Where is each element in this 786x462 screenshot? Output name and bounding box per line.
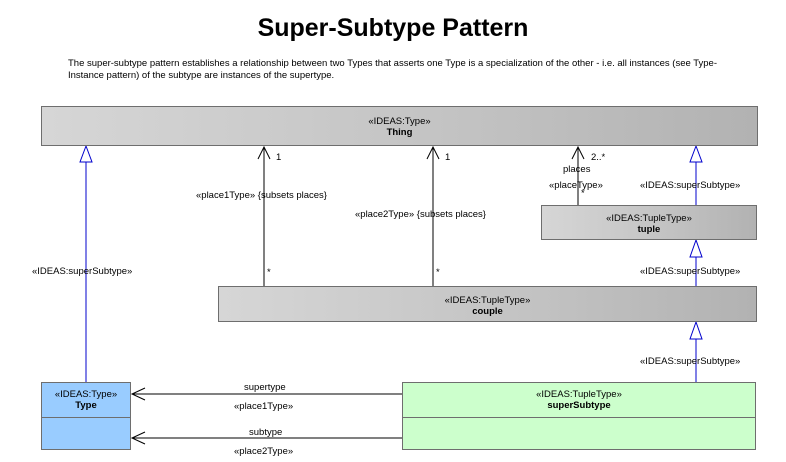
supersubtype-class-header: «IDEAS:TupleType» superSubtype [403, 383, 755, 418]
supersubtype-class[interactable]: «IDEAS:TupleType» superSubtype [402, 382, 756, 450]
place1-source-multiplicity: * [267, 267, 271, 278]
tuple-name: tuple [637, 224, 661, 235]
places-stereotype-label: «placeType» [549, 180, 603, 191]
place2-source-multiplicity: * [436, 267, 440, 278]
subtype-role-label: subtype [249, 427, 283, 438]
place2-role-label: «place2Type» {subsets places} [355, 209, 486, 220]
type-class-header: «IDEAS:Type» Type [42, 383, 130, 418]
places-role-label: places [563, 164, 591, 175]
supertype-role-label: supertype [244, 382, 286, 393]
tuple-to-thing-label: «IDEAS:superSubtype» [640, 180, 741, 191]
place2-target-multiplicity: 1 [445, 152, 451, 163]
supersub-to-couple-arrowhead [689, 320, 703, 340]
place1-role-label: «place1Type» {subsets places} [196, 190, 327, 201]
supersubtype-name: superSubtype [547, 400, 611, 411]
supersub-to-couple-label: «IDEAS:superSubtype» [640, 356, 741, 367]
subtype-arrowhead [130, 431, 146, 445]
thing-name: Thing [386, 127, 413, 138]
type-stereotype: «IDEAS:Type» [54, 389, 118, 400]
couple-to-tuple-arrowhead [689, 238, 703, 258]
type-to-thing-label: «IDEAS:superSubtype» [32, 266, 133, 277]
type-class[interactable]: «IDEAS:Type» Type [41, 382, 131, 450]
type-to-thing-arrowhead [79, 144, 93, 163]
diagram-title: Super-Subtype Pattern [257, 14, 529, 42]
tuple-stereotype: «IDEAS:TupleType» [606, 213, 692, 224]
places-target-multiplicity: 2..* [591, 152, 606, 163]
place1-arrowhead [257, 145, 271, 160]
type-name: Type [75, 400, 97, 411]
couple-class[interactable]: «IDEAS:TupleType» couple [218, 286, 757, 322]
supersubtype-stereotype: «IDEAS:TupleType» [536, 389, 622, 400]
couple-to-tuple-label: «IDEAS:superSubtype» [640, 266, 741, 277]
place1-target-multiplicity: 1 [276, 152, 282, 163]
places-arrowhead [571, 145, 585, 160]
thing-class[interactable]: «IDEAS:Type» Thing [41, 106, 758, 146]
subtype-stereotype-label: «place2Type» [234, 446, 294, 457]
places-source-multiplicity: * [581, 188, 585, 199]
thing-stereotype: «IDEAS:Type» [368, 116, 431, 127]
place2-arrowhead [426, 145, 440, 160]
diagram-description: The super-subtype pattern establishes a … [68, 58, 718, 81]
tuple-to-thing-arrowhead [689, 144, 703, 163]
couple-name: couple [472, 306, 503, 317]
supertype-stereotype-label: «place1Type» [234, 401, 294, 412]
couple-stereotype: «IDEAS:TupleType» [444, 295, 531, 306]
supertype-arrowhead [130, 387, 146, 401]
tuple-class[interactable]: «IDEAS:TupleType» tuple [541, 205, 757, 240]
